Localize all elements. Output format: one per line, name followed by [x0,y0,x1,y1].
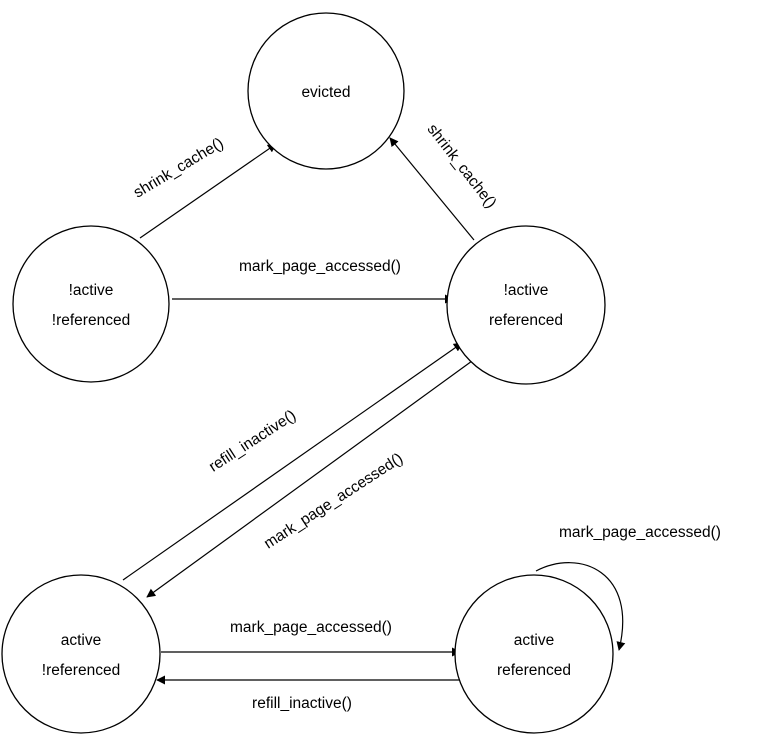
state-active-referenced-line2: referenced [497,662,571,679]
label-shrink-cache-left: shrink_cache() [131,135,227,202]
state-active-referenced-line1: active [514,632,555,649]
label-mark-accessed-inactive: mark_page_accessed() [239,258,401,275]
label-mark-accessed-self: mark_page_accessed() [559,524,721,541]
state-active-unreferenced-line2: !referenced [42,662,120,679]
state-active-unreferenced-line1: active [61,632,102,649]
label-shrink-cache-right: shrink_cache() [424,121,500,212]
state-evicted-label: evicted [301,84,350,101]
edge-shrink-cache-right [389,137,475,241]
state-inactive-unreferenced-line1: !active [69,282,114,299]
edge-mark-accessed-down [146,360,473,598]
label-mark-accessed-down: mark_page_accessed() [261,450,406,552]
state-active-referenced: active referenced [454,574,614,734]
state-evicted: evicted [247,12,405,170]
state-inactive-unreferenced: !active !referenced [12,225,170,383]
edge-mark-accessed-self [535,562,626,651]
state-inactive-unreferenced-line2: !referenced [52,312,130,329]
state-inactive-referenced-line2: referenced [489,312,563,329]
state-inactive-referenced: !active referenced [446,225,606,385]
label-mark-accessed-active: mark_page_accessed() [230,619,392,636]
state-inactive-referenced-line1: !active [504,282,549,299]
label-refill-inactive-up: refill_inactive() [206,407,299,476]
label-refill-inactive-left: refill_inactive() [252,695,352,712]
edge-refill-inactive-up [122,342,463,581]
state-active-unreferenced: active !referenced [1,574,161,734]
edge-shrink-cache-left [139,143,277,239]
